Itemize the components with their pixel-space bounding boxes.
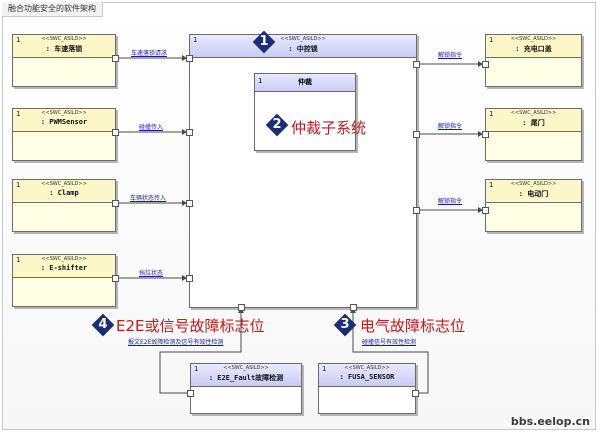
component-name: : 电动门 [518,190,549,198]
component-name: : 充电口盖 [515,45,552,53]
connector-label[interactable]: 车辆状态传入 [130,195,167,202]
instance-count: 1 [16,36,21,44]
annotation-marker-1: 1 [252,30,276,54]
component-tailgate[interactable]: 1 <<SWC_ASILD>> : 尾门 [482,108,582,161]
annotation-text-2: 仲裁子系统 [291,119,367,137]
component-clamp[interactable]: 1 <<SWC_ASILD>> : Clamp [12,179,119,232]
port-out-2[interactable] [413,131,420,138]
instance-count: 1 [489,181,494,189]
component-name: : E-shifter [40,264,88,272]
stereotype: <<SWC_ASILD>> [41,181,87,187]
instance-count: 1 [193,36,198,44]
component-name: : PWMSensor [40,118,88,126]
stereotype: <<SWC_ASILD>> [223,365,269,371]
component-name: : 车速落锁 [45,45,83,53]
component-name: : 尾门 [522,119,545,127]
port-in-4[interactable] [186,275,193,282]
component-port[interactable] [112,200,119,207]
connector-label[interactable]: 碰撞信号有效性检测 [362,339,417,346]
connector-label[interactable]: 报文E2E故障检测及信号有效性检测 [128,339,224,346]
annotation-text-4: E2E或信号故障标志位 [116,317,265,335]
connector-label[interactable]: 车速落锁请求 [131,50,168,57]
instance-count: 1 [258,77,263,85]
stereotype: <<SWC_ASILD>> [41,36,87,42]
port-in-2[interactable] [186,129,193,136]
component-port[interactable] [112,275,119,282]
port-bottom-1[interactable] [238,304,245,311]
component-port[interactable] [187,390,194,397]
connector-label[interactable]: 解锁指令 [438,52,463,59]
connector-label[interactable]: 挡位状态 [139,270,164,277]
annotation-marker-4: 4 [91,313,115,337]
instance-count: 1 [16,181,21,189]
component-charge-port-cover[interactable]: 1 <<SWC_ASILD>> : 充电口盖 [482,34,582,87]
instance-count: 1 [489,110,494,118]
arbiter-subsystem[interactable]: 1 仲裁 [254,73,356,151]
stereotype: <<SWC_ASILD>> [280,36,326,42]
component-port[interactable] [482,207,489,214]
stereotype: <<SWC_ASILD>> [510,181,557,187]
port-bottom-2[interactable] [350,304,357,311]
instance-count: 1 [16,110,21,118]
stereotype: <<SWC_ASILD>> [344,365,390,371]
port-in-1[interactable] [186,55,193,62]
component-name: : Clamp [49,189,79,197]
component-pwm-sensor[interactable]: 1 <<SWC_ASILD>> : PWMSensor [12,108,119,161]
instance-count: 1 [16,256,21,264]
port-out-3[interactable] [413,207,420,214]
component-e-shifter[interactable]: 1 <<SWC_ASILD>> : E-shifter [12,254,119,307]
component-name: : 中控锁 [288,45,318,53]
component-e2e-fault-detection[interactable]: 1 <<SWC_ASILD>> : E2E_Fault故障检测 [187,363,302,414]
component-power-door[interactable]: 1 <<SWC_ASILD>> : 电动门 [482,179,582,232]
component-port[interactable] [112,55,119,62]
component-vehicle-speed-lock[interactable]: 1 <<SWC_ASILD>> : 车速落锁 [12,34,119,87]
port-in-3[interactable] [186,200,193,207]
component-port[interactable] [412,390,419,397]
component-port[interactable] [482,131,489,138]
instance-count: 1 [489,36,494,44]
instance-count: 1 [322,365,327,373]
connector-label[interactable]: 解锁指令 [438,198,463,205]
watermark: bbs.eelop.cn [510,415,590,428]
stereotype: <<SWC_ASILD>> [510,36,557,42]
component-fusa-sensor[interactable]: 1 <<SWC_ASILD>> : FUSA_SENSOR [318,363,419,414]
component-port[interactable] [482,61,489,68]
arbiter-name: 仲裁 [298,78,312,86]
component-name: : FUSA_SENSOR [339,373,395,381]
connector-label[interactable]: 碰撞传入 [139,124,164,131]
stereotype: <<SWC_ASILD>> [41,256,87,262]
stereotype: <<SWC_ASILD>> [510,110,557,116]
annotation-marker-3: 3 [333,313,357,337]
stereotype: <<SWC_ASILD>> [41,110,87,116]
annotation-text-3: 电气故障标志位 [360,317,466,335]
instance-count: 1 [194,365,199,373]
connector-label[interactable]: 解锁指令 [438,123,463,130]
component-port[interactable] [112,129,119,136]
component-name: : E2E_Fault故障检测 [208,374,284,382]
annotation-marker-2: 2 [265,113,289,137]
diagram-title-tab[interactable]: 融合功能安全的软件架构 [2,2,103,17]
port-out-1[interactable] [413,61,420,68]
